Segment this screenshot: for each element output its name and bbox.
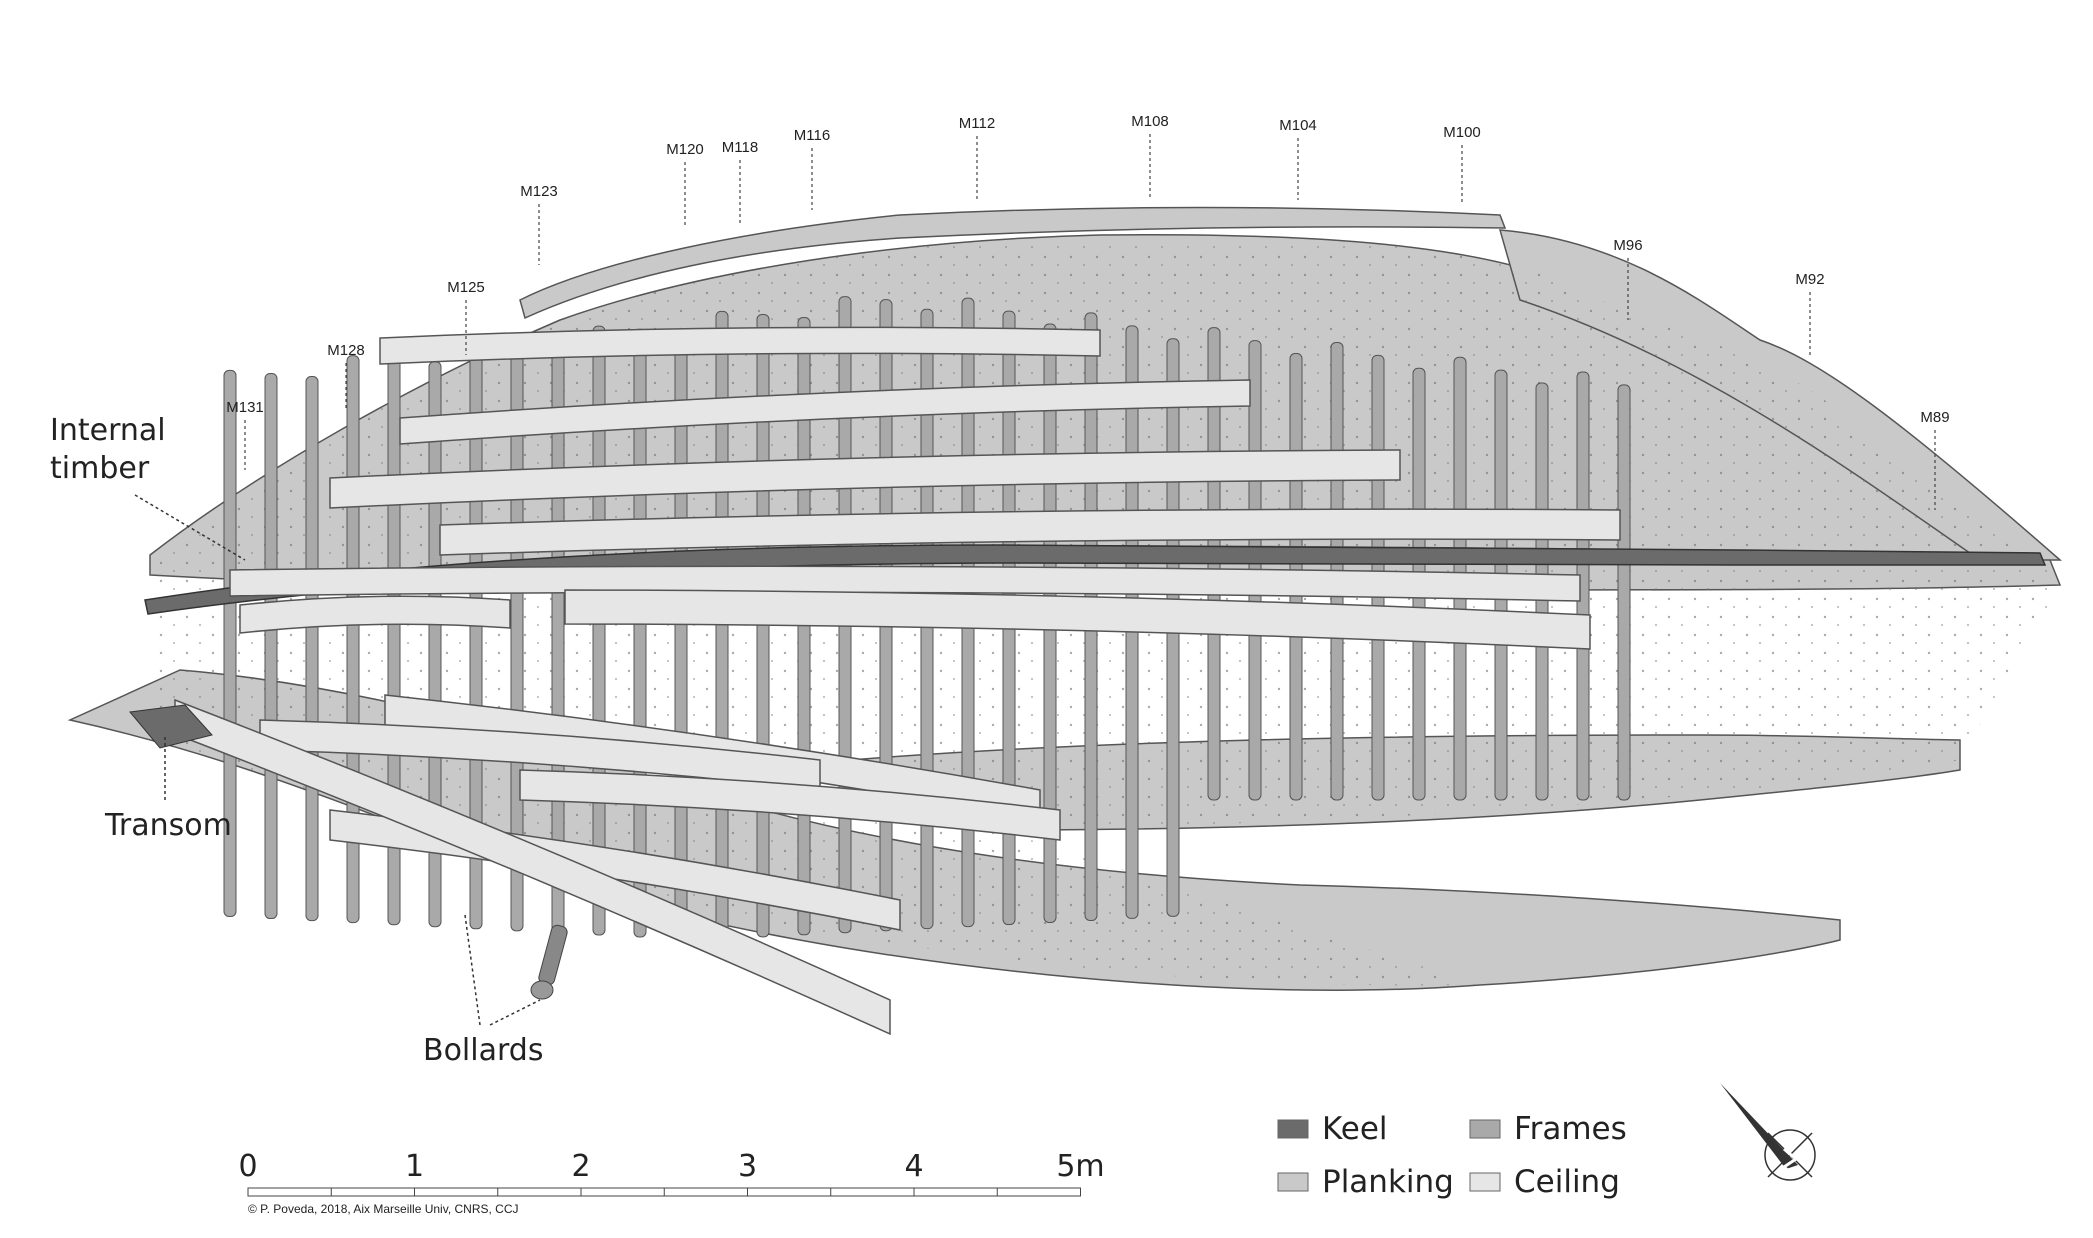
frame-label-m89: M89 bbox=[1920, 409, 1949, 426]
bollard bbox=[538, 924, 568, 986]
callout-leader bbox=[464, 914, 481, 1026]
ceiling-strake bbox=[564, 589, 1591, 650]
scale-label: 2 bbox=[571, 1149, 590, 1184]
legend-swatch-keel bbox=[1277, 1119, 1309, 1139]
transom bbox=[129, 704, 213, 749]
frame bbox=[305, 376, 319, 922]
callout-internal-timber-line1: Internal bbox=[50, 413, 166, 448]
legend-label-ceiling: Ceiling bbox=[1514, 1164, 1620, 1200]
callout-transom-label: Transom bbox=[104, 808, 232, 843]
scale-bar: 0 1 2 3 4 5m bbox=[238, 1149, 1105, 1197]
ceiling-strake bbox=[239, 595, 511, 634]
callout-bollards: Bollards bbox=[423, 914, 543, 1068]
bollard-head bbox=[530, 980, 554, 1000]
legend-swatch-planking bbox=[1277, 1172, 1309, 1192]
frame-label-m131: M131 bbox=[226, 399, 264, 416]
ceiling-strake bbox=[379, 326, 1101, 365]
frame-label-m120: M120 bbox=[666, 141, 704, 158]
callout-internal-timber: Internal timber bbox=[50, 413, 246, 561]
frame-label-m100: M100 bbox=[1443, 124, 1481, 141]
bollards-group bbox=[530, 924, 568, 1000]
frame bbox=[264, 372, 278, 920]
frame-label-m125: M125 bbox=[447, 279, 485, 296]
legend-swatch-ceiling bbox=[1469, 1172, 1501, 1192]
ceiling-strake bbox=[174, 698, 891, 1036]
frame-label-m108: M108 bbox=[1131, 113, 1169, 130]
frame-label-m104: M104 bbox=[1279, 117, 1317, 134]
callout-bollards-label: Bollards bbox=[423, 1033, 543, 1068]
ceiling-strake bbox=[329, 449, 1401, 509]
scale-label: 3 bbox=[738, 1149, 757, 1184]
frame bbox=[223, 369, 237, 917]
scale-label: 1 bbox=[405, 1149, 424, 1184]
legend-label-frames: Frames bbox=[1514, 1111, 1627, 1147]
north-arrow-icon bbox=[1720, 1083, 1816, 1181]
frame-label-m96: M96 bbox=[1613, 237, 1642, 254]
callout-leader bbox=[489, 999, 541, 1026]
scale-label: 5m bbox=[1056, 1149, 1104, 1184]
legend-label-planking: Planking bbox=[1322, 1164, 1454, 1200]
callout-transom: Transom bbox=[104, 735, 232, 843]
frame-label-m116: M116 bbox=[794, 127, 830, 144]
planking-upper-fragment bbox=[519, 206, 1507, 320]
frame-label-m123: M123 bbox=[520, 183, 558, 200]
frame-labels-group: M131 M128 M125 M123 M120 M118 M116 M112 M108 M104… bbox=[226, 113, 1950, 510]
frame-label-m128: M128 bbox=[327, 342, 365, 359]
ceiling-strake bbox=[439, 508, 1621, 556]
ceiling-group bbox=[174, 326, 1621, 1036]
ceiling-strake bbox=[399, 379, 1251, 445]
legend-swatch-frames bbox=[1469, 1119, 1501, 1139]
callout-internal-timber-line2: timber bbox=[50, 451, 150, 486]
frame-label-m92: M92 bbox=[1795, 271, 1824, 288]
scale-label: 0 bbox=[238, 1149, 257, 1184]
ceiling-strake bbox=[519, 769, 1061, 841]
frame bbox=[1617, 384, 1631, 801]
credit-text: © P. Poveda, 2018, Aix Marseille Univ, C… bbox=[248, 1202, 519, 1216]
frame-label-m112: M112 bbox=[959, 115, 995, 132]
frame-label-m118: M118 bbox=[722, 139, 758, 156]
legend-label-keel: Keel bbox=[1322, 1111, 1388, 1147]
scale-label: 4 bbox=[904, 1149, 923, 1184]
